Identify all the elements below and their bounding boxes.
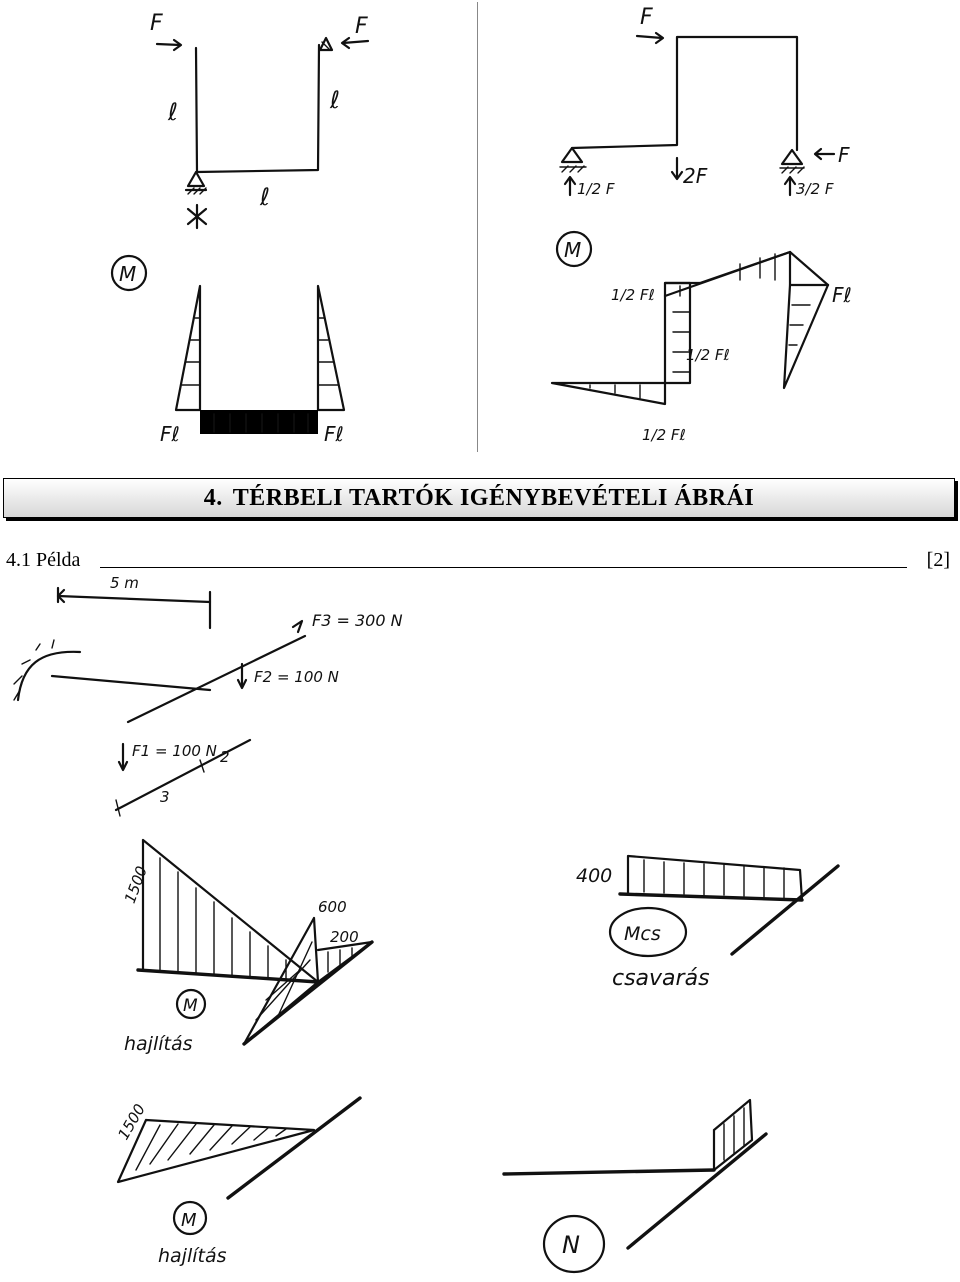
example-label: 4.1 Példa: [6, 549, 81, 571]
bending-1-value-b: 600: [318, 898, 347, 916]
example-dimension: 5 m: [110, 574, 139, 592]
right-moment-circle: [555, 230, 593, 268]
torsion-diagram: [618, 854, 840, 956]
bending-1-circle: [175, 988, 207, 1020]
left-force-left-label: F: [150, 11, 163, 36]
example-f3: F3 = 300 N: [312, 611, 403, 630]
torsion-circle: [608, 906, 688, 958]
right-frame-structure: [559, 31, 836, 197]
bending-1-caption: hajlítás: [124, 1033, 193, 1055]
section-title: TÉRBELI TARTÓK IGÉNYBEVÉTELI ÁBRÁI: [232, 484, 755, 511]
left-length-left: ℓ: [167, 98, 178, 126]
left-frame-structure: [155, 36, 370, 230]
left-moment-value-left: Fℓ: [160, 422, 180, 446]
left-force-right-label: F: [355, 14, 368, 39]
right-moment-bottom-value: 1/2 Fℓ: [642, 426, 686, 444]
left-length-right: ℓ: [329, 86, 340, 114]
right-moment-label: M: [564, 238, 581, 262]
example-dim-2: 2: [220, 748, 230, 766]
right-reaction-left-label: 1/2 F: [577, 180, 615, 198]
normal-circle: [542, 1214, 606, 1274]
example-f1: F1 = 100 N: [132, 742, 217, 760]
left-moment-value-right: Fℓ: [324, 422, 344, 446]
left-moment-diagram: [174, 284, 346, 434]
bending-diagram-2: [116, 1096, 362, 1200]
left-moment-label: M: [119, 262, 136, 286]
example-f2: F2 = 100 N: [254, 668, 339, 686]
bending-1-value-c: 200: [330, 928, 359, 946]
bending-diagram-1: [136, 838, 374, 1046]
left-length-bottom: ℓ: [259, 183, 270, 211]
frame-sketches: F F ℓ ℓ ℓ M Fℓ Fℓ: [110, 5, 852, 446]
section-heading: 4. TÉRBELI TARTÓK IGÉNYBEVÉTELI ÁBRÁI: [3, 478, 955, 518]
bending-1-circle-label: M: [183, 996, 198, 1016]
right-moment-right-value: Fℓ: [832, 283, 852, 307]
right-load-mid-label: 2F: [683, 164, 708, 188]
example-structure: [13, 586, 307, 817]
right-moment-diagram: [550, 250, 830, 406]
torsion-value: 400: [576, 865, 612, 887]
bending-2-circle-label: M: [181, 1210, 197, 1231]
bending-1-value-a: 1500: [121, 864, 151, 906]
right-force-right-label: F: [838, 143, 850, 167]
bending-2-circle: [172, 1200, 208, 1236]
normal-force-diagram: [502, 1098, 768, 1250]
left-moment-circle: [110, 254, 148, 292]
right-reaction-right-label: 3/2 F: [796, 180, 834, 198]
right-moment-mid-value: 1/2 Fℓ: [686, 346, 730, 364]
torsion-caption: csavarás: [612, 966, 710, 991]
example-reference: [2]: [926, 549, 950, 571]
section-number: 4.: [203, 484, 223, 511]
torsion-circle-label: Mcs: [624, 923, 661, 945]
example-rule: [100, 567, 907, 568]
example-row: 4.1 Példa [2]: [6, 546, 950, 572]
normal-circle-label: N: [562, 1231, 580, 1259]
right-force-top-label: F: [640, 5, 653, 30]
bending-2-value: 1500: [114, 1101, 149, 1143]
example-dim-3: 3: [160, 788, 170, 806]
right-moment-top-left-value: 1/2 Fℓ: [611, 286, 655, 304]
bending-2-caption: hajlítás: [158, 1245, 227, 1267]
column-divider: [477, 2, 478, 452]
